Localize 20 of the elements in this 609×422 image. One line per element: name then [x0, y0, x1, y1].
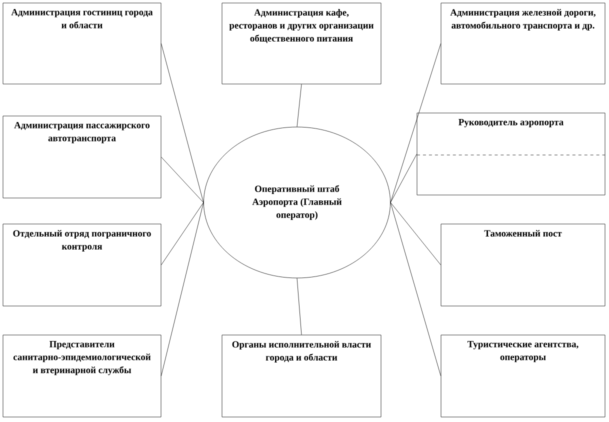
connector-line — [296, 84, 302, 127]
organization-box: Туристические агентства, операторы — [440, 334, 606, 418]
connector-line — [161, 202, 204, 376]
organization-box: Администрация гостиниц города и области — [2, 2, 162, 84]
connector-line — [390, 202, 441, 376]
organization-box: Таможенный пост — [440, 224, 606, 306]
organization-box: Отдельный отряд пограничного контроля — [2, 224, 162, 306]
organization-box: Администрация пассажирского автотранспорта — [2, 116, 162, 198]
connector-line — [161, 202, 204, 266]
connector-line — [161, 156, 204, 203]
organization-box: Представители санитарно-эпидемиологической и втеринарной службы — [2, 334, 162, 418]
organization-box: Администрация железной дороги, автомобильного транспорта и др. — [440, 2, 606, 84]
organization-box: Администрация кафе, ресторанов и других организации общественного питания — [222, 2, 382, 84]
connector-line — [390, 43, 441, 203]
connector-line — [390, 202, 441, 266]
organization-box: Органы исполнительной власти города и области — [222, 334, 382, 418]
organization-box: Руководитель аэропорта — [416, 112, 606, 196]
connector-line — [296, 278, 302, 335]
connector-line — [390, 154, 417, 203]
connector-line — [161, 43, 204, 203]
